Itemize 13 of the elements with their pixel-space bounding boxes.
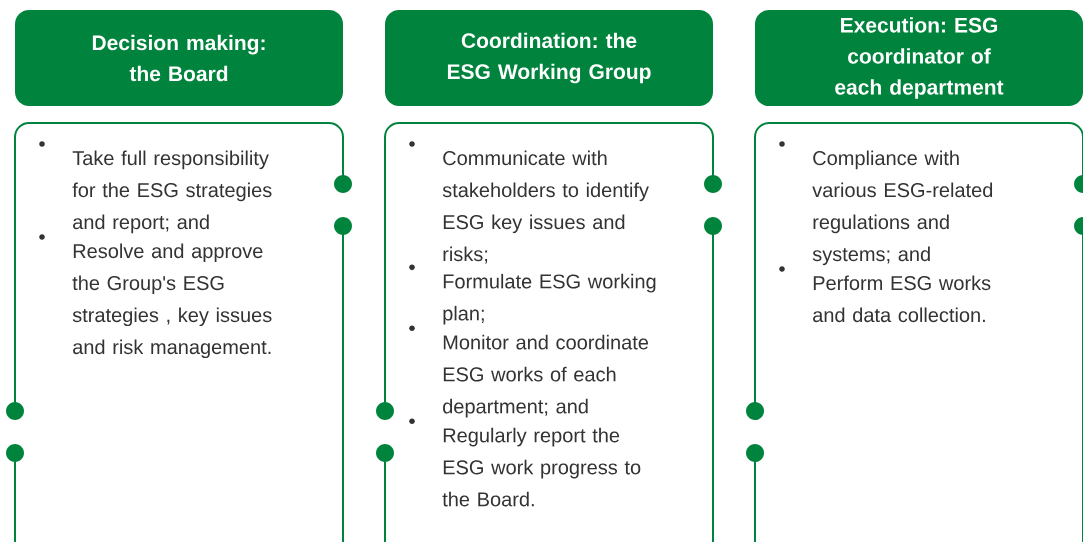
- header-box: Execution: ESG coordinator of each department: [755, 10, 1083, 106]
- node-label: Perform ESG works and data collection.: [813, 275, 991, 323]
- header-box: Decision making: the Board: [15, 10, 343, 106]
- node-label: Regularly report the ESG work progress to the Board.: [442, 427, 641, 507]
- bullet-list-box: Communicate with stakeholders to identify ESG key issues and risks; Formulate ESG working plan; Monitor and coordinate ESG works of each department; and Regularly report the ESG work progress to the Board.: [384, 122, 714, 542]
- node-label: Communicate with stakeholders to identify ESG key issues and risks;: [442, 150, 649, 264]
- node-label: Compliance with various ESG-related regulations and systems; and: [812, 150, 993, 266]
- node-label: Take full responsibility for the ESG strategies and report; and: [72, 150, 272, 234]
- bullet-list-box: Take full responsibility for the ESG strategies and report; and Resolve and approve the Group's ESG strategies , key issues and risk management.: [14, 122, 344, 542]
- node-label: Monitor and coordinate ESG works of each department; and: [443, 334, 649, 418]
- header-box: Coordination: the ESG Working Group: [385, 10, 713, 106]
- node-label: Resolve and approve the Group's ESG strategies , key issues and risk management.: [72, 243, 272, 359]
- node-label: Formulate ESG working plan;: [443, 273, 656, 325]
